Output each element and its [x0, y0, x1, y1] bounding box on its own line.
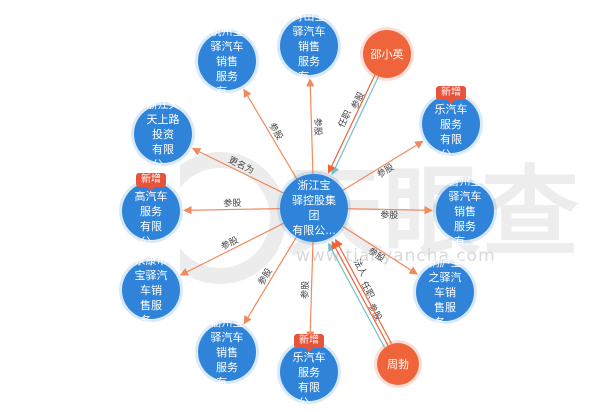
edge-label: 任职	[358, 279, 377, 301]
edge-person-center	[327, 74, 376, 174]
company-node[interactable]: 浙江天 天上路投资 有限公...	[134, 98, 192, 171]
edge-person-center	[335, 238, 393, 344]
new-badge: 新增	[136, 173, 166, 191]
company-name: 台州宝 驿汽车销售 服务有...	[448, 174, 482, 248]
company-node[interactable]: 永康市 宝驿汽车销 售服务...	[122, 254, 180, 327]
person-name: 周勃	[386, 357, 409, 371]
edge-person-center	[331, 240, 389, 346]
edge-center-company	[243, 88, 298, 180]
company-node[interactable]: 杭州宝 驿汽车销售 服务有...	[198, 25, 256, 98]
edge-label: 参股	[299, 281, 312, 299]
center-company-node[interactable]: 浙江宝 驿控股集团 有限公...	[280, 174, 348, 242]
watermark-url: www.tianyancha.com	[296, 246, 496, 266]
edge-label: 参股	[312, 118, 325, 136]
company-node[interactable]: 桐庐宝 之驿汽车销 售服务...	[416, 256, 474, 329]
edge-center-company	[306, 241, 315, 340]
company-name: 舟山宝 驿汽车销售 服务有...	[292, 9, 326, 83]
company-name: 衢州宝 驿汽车销售 服务有...	[210, 315, 244, 389]
edge-center-company	[342, 225, 418, 275]
edge-label: 更名为	[227, 154, 257, 177]
edge-label: 参股	[255, 266, 275, 288]
edge-center-company	[191, 147, 284, 194]
edge-center-company	[306, 78, 315, 175]
person-node[interactable]: 周勃	[377, 343, 419, 385]
edge-label: 参股	[266, 120, 286, 142]
edge-label: 法人	[351, 257, 370, 279]
edge-label: 参股	[223, 197, 241, 209]
edge-center-company	[342, 140, 424, 191]
edge-center-company	[347, 205, 433, 215]
edge-person-center	[331, 76, 380, 176]
company-name: 永康市 宝驿汽车销 售服务...	[134, 253, 168, 327]
new-badge: 新增	[436, 86, 466, 104]
company-node[interactable]: 舟山宝 驿汽车销售 服务有...	[280, 10, 338, 83]
new-badge: 新增	[294, 334, 324, 352]
center-company-name: 浙江宝 驿控股集团 有限公...	[291, 179, 336, 237]
company-name: 杭州宝 驿汽车销售 服务有...	[210, 24, 244, 98]
company-node[interactable]: 台州宝 驿汽车销售 服务有...	[436, 175, 494, 248]
edge-person-center	[327, 242, 386, 348]
company-name: 浙江天 天上路投资 有限公...	[146, 97, 180, 171]
edge-label: 参股	[219, 234, 240, 253]
edge-center-company	[179, 222, 284, 276]
edge-label: 参股	[380, 209, 398, 221]
person-name: 邵小英	[370, 47, 404, 61]
company-name: 桐庐宝 之驿汽车销 售服务...	[428, 255, 462, 329]
edge-center-company	[183, 206, 281, 215]
person-node[interactable]: 邵小英	[363, 30, 411, 78]
edge-center-company	[243, 236, 297, 325]
company-node[interactable]: 衢州宝 驿汽车销售 服务有...	[198, 316, 256, 389]
